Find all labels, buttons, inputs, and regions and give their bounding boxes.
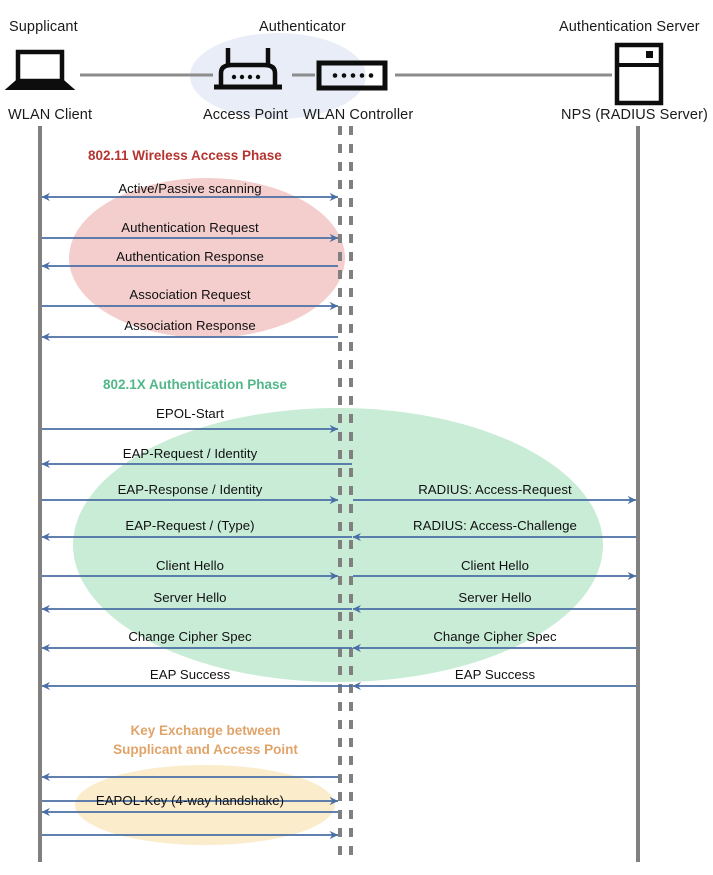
phase-title-key-exchange-line2: Supplicant and Access Point xyxy=(113,742,298,757)
label-association-request: Association Request xyxy=(129,287,251,302)
wlan-controller-icon xyxy=(316,60,388,91)
label-association-response: Association Response xyxy=(124,318,256,333)
laptop-icon xyxy=(4,49,76,90)
actor-role-authenticator: Authenticator xyxy=(259,19,346,35)
label-eap-success-left: EAP Success xyxy=(149,667,231,682)
label-change-cipher-spec-right: Change Cipher Spec xyxy=(433,629,557,644)
phase-80211-ellipse xyxy=(69,178,345,338)
label-active-passive-scanning: Active/Passive scanning xyxy=(118,181,262,196)
label-eap-success-right: EAP Success xyxy=(454,667,536,682)
label-eapol-key-4way-handshake: EAPOL-Key (4-way handshake) xyxy=(95,793,285,808)
label-authentication-response: Authentication Response xyxy=(116,249,264,264)
actor-device-wlan-controller: WLAN Controller xyxy=(303,107,414,123)
actor-device-access-point: Access Point xyxy=(203,107,289,123)
label-radius-access-request: RADIUS: Access-Request xyxy=(418,482,572,497)
server-icon xyxy=(614,42,664,106)
label-eap-response-identity: EAP-Response / Identity xyxy=(117,482,263,497)
phase-title-80211: 802.11 Wireless Access Phase xyxy=(88,148,282,163)
label-authentication-request: Authentication Request xyxy=(121,220,259,235)
label-server-hello-left: Server Hello xyxy=(153,590,227,605)
phase-keyexchange-ellipse xyxy=(75,765,335,845)
message-arrows xyxy=(41,192,637,840)
access-point-icon xyxy=(214,48,282,90)
label-epol-start: EPOL-Start xyxy=(156,406,224,421)
actor-role-authentication-server: Authentication Server xyxy=(559,19,700,35)
label-client-hello-right: Client Hello xyxy=(460,558,530,573)
actor-device-wlan-client: WLAN Client xyxy=(8,107,93,123)
phase-title-key-exchange-line1: Key Exchange between xyxy=(130,723,281,738)
label-server-hello-right: Server Hello xyxy=(458,590,532,605)
phase-title-8021x: 802.1X Authentication Phase xyxy=(103,377,288,392)
actor-role-supplicant: Supplicant xyxy=(9,19,78,35)
label-change-cipher-spec-left: Change Cipher Spec xyxy=(128,629,252,644)
authenticator-ellipse xyxy=(190,33,366,119)
actor-device-nps-radius-server: NPS (RADIUS Server) xyxy=(561,107,708,123)
label-radius-access-challenge: RADIUS: Access-Challenge xyxy=(413,518,577,533)
label-client-hello-left: Client Hello xyxy=(155,558,225,573)
label-eap-request-type: EAP-Request / (Type) xyxy=(125,518,255,533)
label-eap-request-identity: EAP-Request / Identity xyxy=(122,446,258,461)
